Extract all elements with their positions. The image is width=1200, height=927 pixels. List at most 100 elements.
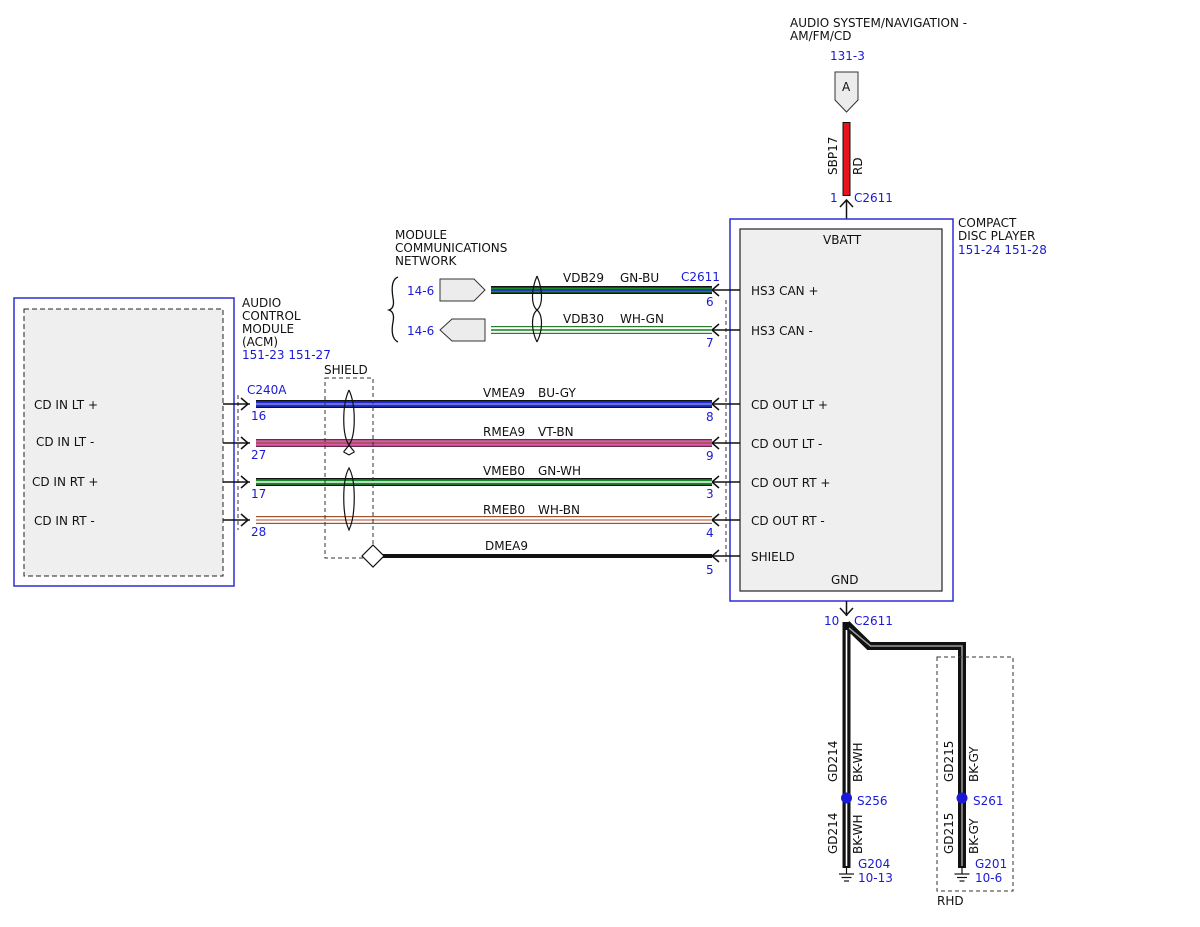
wire-vmea9-circuit: VMEA9 <box>483 386 525 400</box>
cd-player-title-line1: COMPACT <box>958 216 1017 230</box>
network-title-line3: NETWORK <box>395 254 458 268</box>
cd-player-refs[interactable]: 151-24 151-28 <box>958 243 1047 257</box>
cd-pin-num-7: 7 <box>706 336 714 350</box>
splice-s261-label[interactable]: S261 <box>973 794 1004 808</box>
gnd-pin-arrow-icon <box>839 607 854 617</box>
acm-connector[interactable]: C240A <box>247 383 287 397</box>
wire-gd214 <box>842 622 851 868</box>
cd-pin-cd-out-lt-plus: CD OUT LT + <box>751 398 828 412</box>
gd214-circuit-lower: GD214 <box>826 813 840 854</box>
gd214-color-upper: BK-WH <box>851 742 865 782</box>
splice-s256-dot <box>841 792 852 804</box>
wire-rmeb0 <box>256 516 712 524</box>
acm-title-line2: CONTROL <box>242 309 301 323</box>
wire-vdb29-color: GN-BU <box>620 271 659 285</box>
network-connector-out-icon <box>439 278 486 302</box>
acm-refs[interactable]: 151-23 151-27 <box>242 348 331 362</box>
gd214-color-lower: BK-WH <box>851 814 865 854</box>
cd-pin-num-5: 5 <box>706 563 714 577</box>
vbatt-connector[interactable]: C2611 <box>854 191 893 205</box>
connector-a-icon <box>834 71 859 113</box>
acm-title-line1: AUDIO <box>242 296 281 310</box>
wire-vmea9-color: BU-GY <box>538 386 576 400</box>
shield-rt-twisted-pair-icon <box>343 466 355 532</box>
cd-player-outline <box>729 218 954 602</box>
wire-gd215 <box>843 621 966 868</box>
ground-g201-icon <box>954 868 970 882</box>
acm-pin-num-16: 16 <box>251 409 266 423</box>
acm-title-line4: (ACM) <box>242 335 278 349</box>
wire-sbp17-color: RD <box>851 157 865 175</box>
splice-s261-dot <box>956 792 968 804</box>
shield-box <box>324 377 374 559</box>
acm-pin-cd-in-rt-plus: CD IN RT + <box>32 475 98 489</box>
network-brace-icon <box>386 276 399 343</box>
acm-pin-cd-in-lt-plus: CD IN LT + <box>34 398 98 412</box>
ground-g201-ref[interactable]: 10-6 <box>975 871 1002 885</box>
network-title-line1: MODULE <box>395 228 447 242</box>
network-connector-in-icon <box>439 318 486 342</box>
gnd-pin-number: 10 <box>824 614 839 628</box>
wire-vdb29 <box>491 286 712 294</box>
ground-g204-ref[interactable]: 10-13 <box>858 871 893 885</box>
cd-pin-num-3: 3 <box>706 487 714 501</box>
top-component-ref[interactable]: 131-3 <box>830 49 865 63</box>
shield-drain-diamond-icon <box>361 544 385 568</box>
wire-vmea9 <box>256 400 712 408</box>
wire-vdb29-circuit: VDB29 <box>563 271 604 285</box>
network-ref-2[interactable]: 14-6 <box>407 324 434 338</box>
wire-rmea9-color: VT-BN <box>538 425 574 439</box>
wire-rmeb0-circuit: RMEB0 <box>483 503 525 517</box>
network-title-line2: COMMUNICATIONS <box>395 241 507 255</box>
network-ref-1[interactable]: 14-6 <box>407 284 434 298</box>
wire-vdb30-color: WH-GN <box>620 312 664 326</box>
gd215-color-lower: BK-GY <box>967 818 981 854</box>
ground-g204-icon <box>839 868 854 882</box>
acm-pin-arrows <box>223 397 250 527</box>
acm-title-line3: MODULE <box>242 322 294 336</box>
wire-vdb30-circuit: VDB30 <box>563 312 604 326</box>
top-component-title-line1: AUDIO SYSTEM/NAVIGATION - <box>790 16 967 30</box>
shield-label: SHIELD <box>324 363 368 377</box>
wire-sbp17-circuit: SBP17 <box>826 137 840 175</box>
gd214-circuit-upper: GD214 <box>826 741 840 782</box>
wire-rmea9 <box>256 439 712 447</box>
wire-sbp17 <box>842 122 851 196</box>
gnd-connector[interactable]: C2611 <box>854 614 893 628</box>
acm-body <box>23 308 224 577</box>
gd215-circuit-upper: GD215 <box>942 741 956 782</box>
acm-pin-cd-in-rt-minus: CD IN RT - <box>34 514 95 528</box>
acm-outline <box>13 297 235 587</box>
cd-pin-num-8: 8 <box>706 410 714 424</box>
splice-s256-label[interactable]: S256 <box>857 794 888 808</box>
wire-dmea9 <box>378 554 712 558</box>
rhd-box <box>936 656 1014 892</box>
cd-pin-num-9: 9 <box>706 449 714 463</box>
acm-pin-num-28: 28 <box>251 525 266 539</box>
gd215-circuit-lower: GD215 <box>942 813 956 854</box>
wire-dmea9-circuit: DMEA9 <box>485 539 528 553</box>
connector-a-letter: A <box>842 80 851 94</box>
ground-g204-name[interactable]: G204 <box>858 857 890 871</box>
cd-pin-num-6: 6 <box>706 295 714 309</box>
wire-vmeb0 <box>256 478 712 486</box>
cd-pin-cd-out-rt-minus: CD OUT RT - <box>751 514 825 528</box>
acm-pin-cd-in-lt-minus: CD IN LT - <box>36 435 94 449</box>
cd-player-connector[interactable]: C2611 <box>681 270 720 284</box>
wire-rmea9-circuit: RMEA9 <box>483 425 525 439</box>
wire-rmeb0-color: WH-BN <box>538 503 580 517</box>
cd-pin-shield: SHIELD <box>751 550 795 564</box>
gd215-color-upper: BK-GY <box>967 746 981 782</box>
cd-pin-cd-out-rt-plus: CD OUT RT + <box>751 476 830 490</box>
cd-pin-cd-out-lt-minus: CD OUT LT - <box>751 437 822 451</box>
ground-g201-name[interactable]: G201 <box>975 857 1007 871</box>
top-component-title-line2: AM/FM/CD <box>790 29 852 43</box>
rhd-label: RHD <box>937 894 964 908</box>
vbatt-pin-number: 1 <box>830 191 838 205</box>
acm-pin-num-17: 17 <box>251 487 266 501</box>
shield-lt-twisted-pair-icon <box>343 389 355 456</box>
cd-pin-hs3-can-minus: HS3 CAN - <box>751 324 813 338</box>
cd-player-body <box>739 228 943 592</box>
wire-vmeb0-color: GN-WH <box>538 464 581 478</box>
